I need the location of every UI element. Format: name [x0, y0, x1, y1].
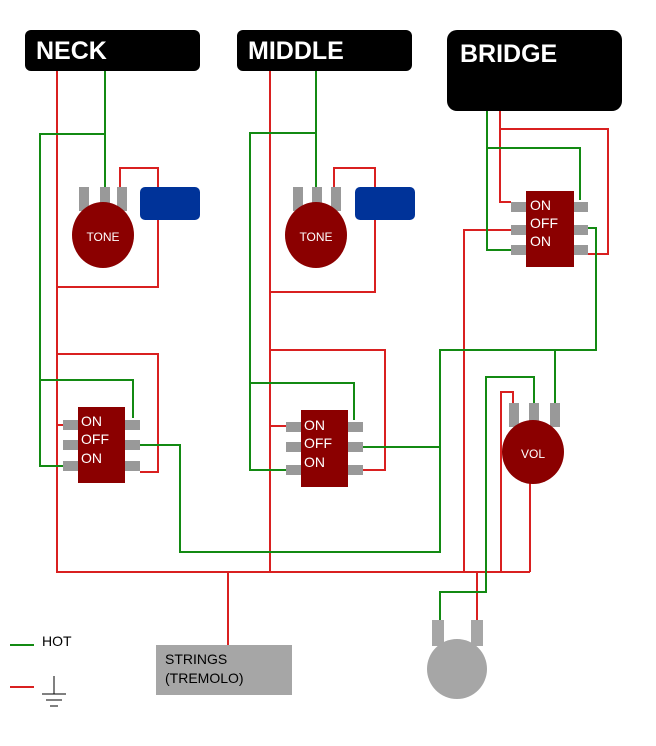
- neck-switch-on-bottom: ON: [81, 450, 102, 466]
- middle-switch-on-top: ON: [304, 417, 325, 433]
- bridge-pickup: BRIDGE: [447, 30, 622, 111]
- strings-tremolo-box: STRINGS (TREMOLO): [156, 645, 292, 695]
- volume-pot: VOL: [502, 403, 564, 484]
- neck-tone-label: TONE: [86, 230, 119, 244]
- bridge-switch: ON OFF ON: [511, 191, 588, 267]
- hot-wires: [39, 71, 597, 622]
- neck-switch: ON OFF ON: [63, 407, 140, 483]
- bridge-switch-on-top: ON: [530, 197, 551, 213]
- middle-switch: ON OFF ON: [286, 410, 363, 487]
- middle-capacitor-icon: [355, 187, 415, 220]
- neck-capacitor-icon: [140, 187, 200, 220]
- bridge-switch-on-bottom: ON: [530, 233, 551, 249]
- middle-pickup: MIDDLE: [237, 30, 412, 71]
- bridge-switch-off: OFF: [530, 215, 558, 231]
- middle-pickup-label: MIDDLE: [248, 37, 344, 65]
- strings-label: STRINGS: [165, 651, 227, 667]
- neck-pickup: NECK: [25, 30, 200, 71]
- ground-symbol-icon: [42, 676, 66, 707]
- tremolo-label: (TREMOLO): [165, 670, 244, 686]
- neck-pickup-label: NECK: [36, 37, 107, 65]
- middle-tone-pot: TONE: [285, 187, 347, 268]
- neck-tone-pot: TONE: [72, 187, 134, 268]
- middle-switch-off: OFF: [304, 435, 332, 451]
- bridge-pickup-label: BRIDGE: [460, 40, 557, 68]
- legend-hot-label: HOT: [42, 633, 72, 649]
- middle-tone-label: TONE: [299, 230, 332, 244]
- middle-switch-on-bottom: ON: [304, 454, 325, 470]
- neck-switch-off: OFF: [81, 431, 109, 447]
- output-jack-icon: [427, 620, 487, 699]
- ground-wires: [56, 71, 609, 648]
- legend: HOT: [10, 633, 72, 707]
- volume-label: VOL: [521, 447, 545, 461]
- neck-switch-on-top: ON: [81, 413, 102, 429]
